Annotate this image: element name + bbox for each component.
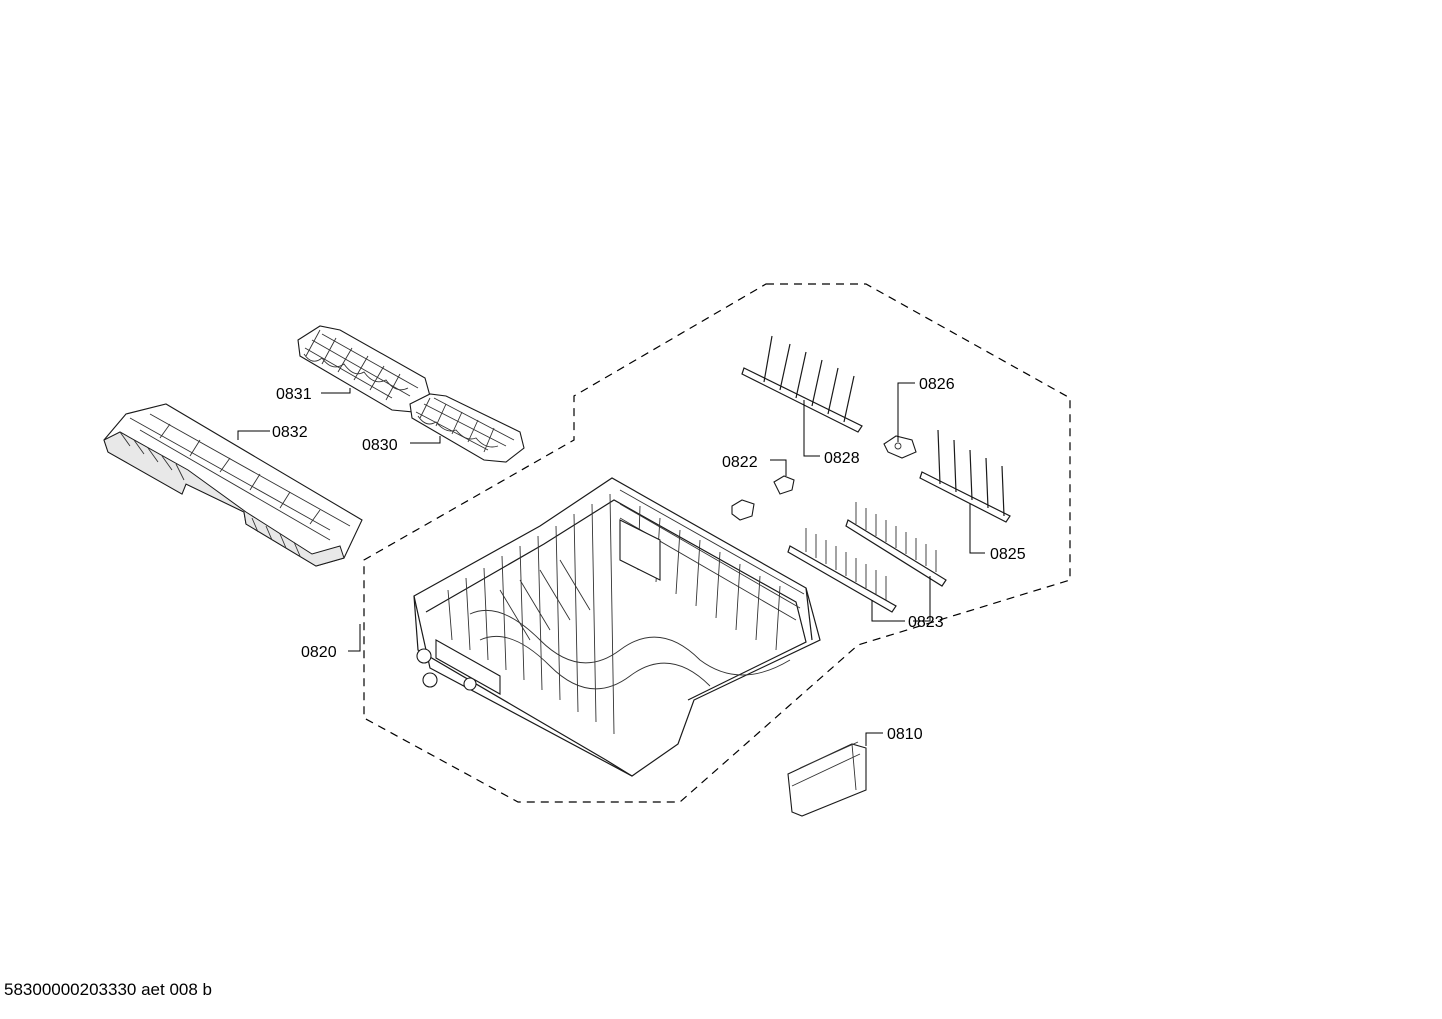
label-0826: 0826 [919,376,955,393]
label-0822: 0822 [722,454,758,471]
document-id: 58300000203330 aet 008 b [4,980,212,999]
label-0831: 0831 [276,386,312,403]
assembly-boundary [363,283,1071,803]
part-0825-tine-row[interactable] [919,429,1011,523]
part-0828-tine-row[interactable] [741,335,863,433]
label-0830: 0830 [362,437,398,454]
label-0825: 0825 [990,546,1026,563]
label-0828: 0828 [824,450,860,467]
part-0826-clip[interactable] [883,435,917,459]
label-0810: 0810 [887,726,923,743]
part-0830-rack-insert[interactable] [409,393,525,463]
leader-lines [237,382,985,746]
part-0832-cutlery-tray[interactable] [103,403,363,567]
part-0820-basket[interactable] [413,477,821,777]
part-0822-clips[interactable] [731,475,795,521]
part-0823-spike-rows[interactable] [787,502,947,613]
label-0823: 0823 [908,614,944,631]
part-0831-rack-insert[interactable] [297,325,431,413]
label-0832: 0832 [272,424,308,441]
part-0810-container[interactable] [787,741,867,817]
part-labels: 0831 0832 0830 0826 0822 0828 0825 0823 … [272,376,1026,743]
label-0820: 0820 [301,644,337,661]
